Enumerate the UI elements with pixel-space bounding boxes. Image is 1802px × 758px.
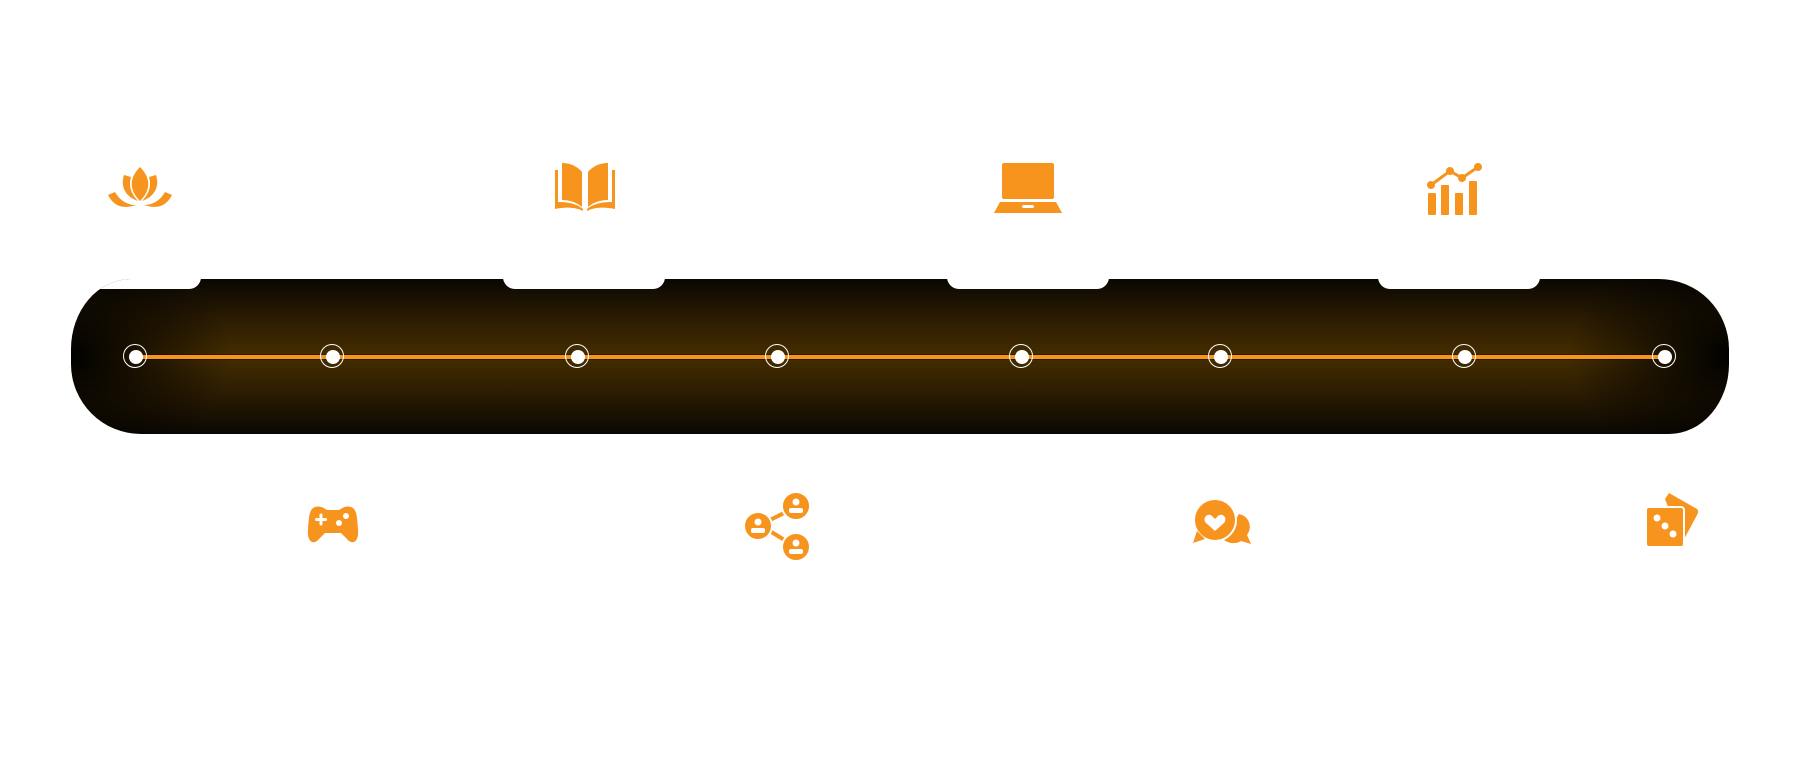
bar-notch — [71, 279, 201, 289]
gamepad-icon — [293, 489, 373, 569]
timeline-dot[interactable] — [1652, 344, 1676, 368]
analytics-chart-icon — [1419, 155, 1499, 235]
laptop-icon — [988, 155, 1068, 235]
bar-notch — [947, 279, 1109, 289]
timeline-dot[interactable] — [1452, 344, 1476, 368]
bar-notch — [503, 279, 665, 289]
love-chat-icon — [1181, 489, 1261, 569]
timeline-dot[interactable] — [1208, 344, 1232, 368]
timeline-bar — [71, 279, 1729, 434]
open-book-icon — [545, 155, 625, 235]
timeline-dot[interactable] — [1009, 344, 1033, 368]
lotus-icon — [100, 155, 180, 235]
timeline-dot[interactable] — [320, 344, 344, 368]
timeline-dot[interactable] — [123, 344, 147, 368]
timeline-line — [136, 355, 1665, 359]
dice-cards-icon — [1632, 489, 1712, 569]
social-network-icon — [738, 489, 818, 569]
timeline-dot[interactable] — [765, 344, 789, 368]
timeline-dot[interactable] — [565, 344, 589, 368]
bar-notch — [1378, 279, 1540, 289]
